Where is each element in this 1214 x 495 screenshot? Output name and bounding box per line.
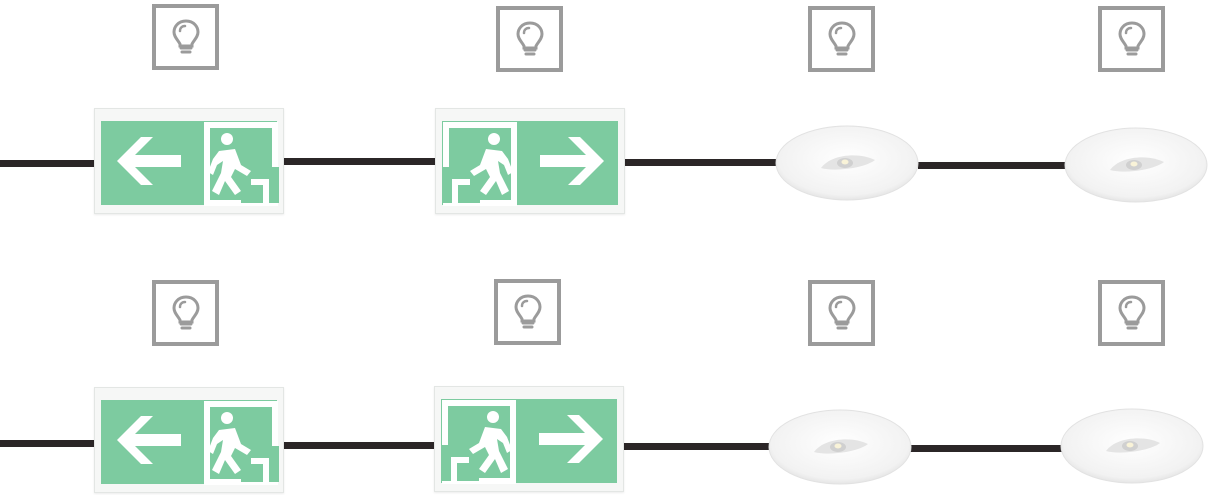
downlight-fixture: [768, 409, 912, 485]
emergency-downlight[interactable]: [1060, 407, 1205, 485]
cable-segment: [0, 440, 100, 447]
exit-sign-right-arrow[interactable]: [434, 386, 624, 492]
lightbulb-icon: [1117, 21, 1146, 56]
emergency-downlight[interactable]: [768, 408, 913, 486]
cable-segment: [624, 159, 776, 166]
lightbulb-indicator[interactable]: [152, 4, 219, 70]
lightbulb-indicator[interactable]: [1098, 6, 1165, 72]
device-row-1: [0, 0, 1214, 240]
lightbulb-indicator[interactable]: [808, 280, 875, 346]
exit-sign-right-arrow[interactable]: [435, 108, 625, 214]
exit-sign-panel: [441, 399, 617, 484]
lightbulb-indicator[interactable]: [496, 6, 563, 72]
emergency-downlight[interactable]: [775, 124, 920, 202]
lightbulb-indicator[interactable]: [152, 280, 219, 346]
cable-segment: [918, 162, 1068, 169]
exit-sign-panel: [442, 121, 618, 206]
exit-right-pictogram: [441, 400, 603, 484]
exit-sign-panel: [101, 400, 279, 485]
emergency-downlight[interactable]: [1064, 126, 1209, 204]
lightbulb-icon: [513, 294, 542, 329]
exit-sign-panel: [101, 121, 279, 206]
lightbulb-icon: [171, 295, 200, 330]
exit-left-pictogram: [117, 401, 279, 485]
exit-right-pictogram: [442, 122, 604, 206]
cable-segment: [283, 442, 437, 449]
lightbulb-icon: [515, 21, 544, 56]
lightbulb-indicator[interactable]: [1098, 280, 1165, 346]
cable-segment: [283, 158, 437, 165]
downlight-fixture: [775, 125, 919, 201]
lightbulb-indicator[interactable]: [494, 279, 561, 345]
downlight-fixture: [1060, 408, 1204, 484]
device-row-2: [0, 275, 1214, 495]
lightbulb-icon: [171, 19, 200, 54]
cable-segment: [0, 160, 100, 167]
exit-sign-left-arrow[interactable]: [94, 108, 284, 214]
exit-sign-left-arrow[interactable]: [94, 387, 284, 493]
cable-segment: [910, 445, 1062, 452]
lightbulb-indicator[interactable]: [808, 6, 875, 72]
exit-left-pictogram: [117, 122, 279, 206]
lightbulb-icon: [1117, 295, 1146, 330]
lightbulb-icon: [827, 295, 856, 330]
cable-segment: [622, 443, 772, 450]
lightbulb-icon: [827, 21, 856, 56]
downlight-fixture: [1064, 127, 1208, 203]
